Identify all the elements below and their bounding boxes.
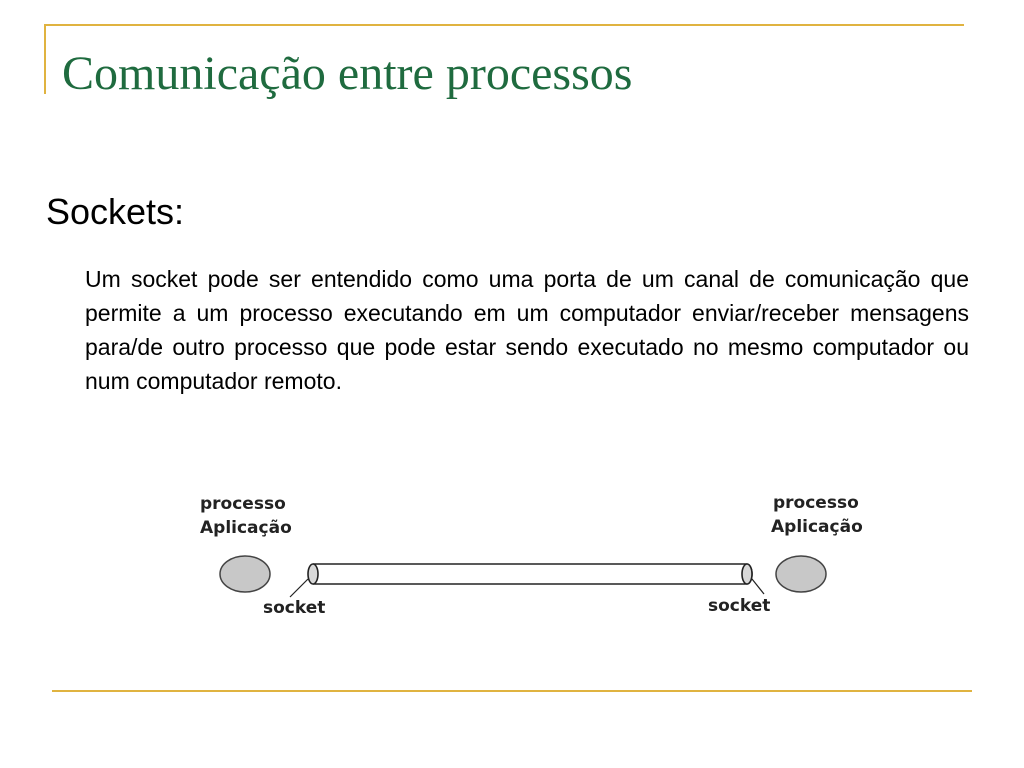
left-process-node xyxy=(219,555,271,593)
right-process-label-line2: Aplicação xyxy=(771,517,863,537)
section-heading: Sockets: xyxy=(46,191,185,232)
left-rule xyxy=(44,24,46,94)
body-paragraph: Um socket pode ser entendido como uma po… xyxy=(85,266,969,394)
top-rule xyxy=(44,24,964,26)
right-process-label-line1: processo xyxy=(773,493,859,513)
communication-channel xyxy=(313,563,753,585)
left-socket-label: socket xyxy=(263,598,325,618)
right-socket-pointer xyxy=(751,578,765,595)
socket-diagram: processo Aplicação processo Aplicação so… xyxy=(200,493,863,618)
left-process-label-line2: Aplicação xyxy=(200,518,292,538)
left-socket-pointer xyxy=(289,578,309,598)
left-socket xyxy=(307,563,319,585)
footer-rule xyxy=(52,690,972,692)
slide-title: Comunicação entre processos xyxy=(62,47,633,100)
right-socket-label: socket xyxy=(708,596,770,616)
right-process-node xyxy=(775,555,827,593)
left-process-label-line1: processo xyxy=(200,494,286,514)
right-socket xyxy=(741,563,753,585)
